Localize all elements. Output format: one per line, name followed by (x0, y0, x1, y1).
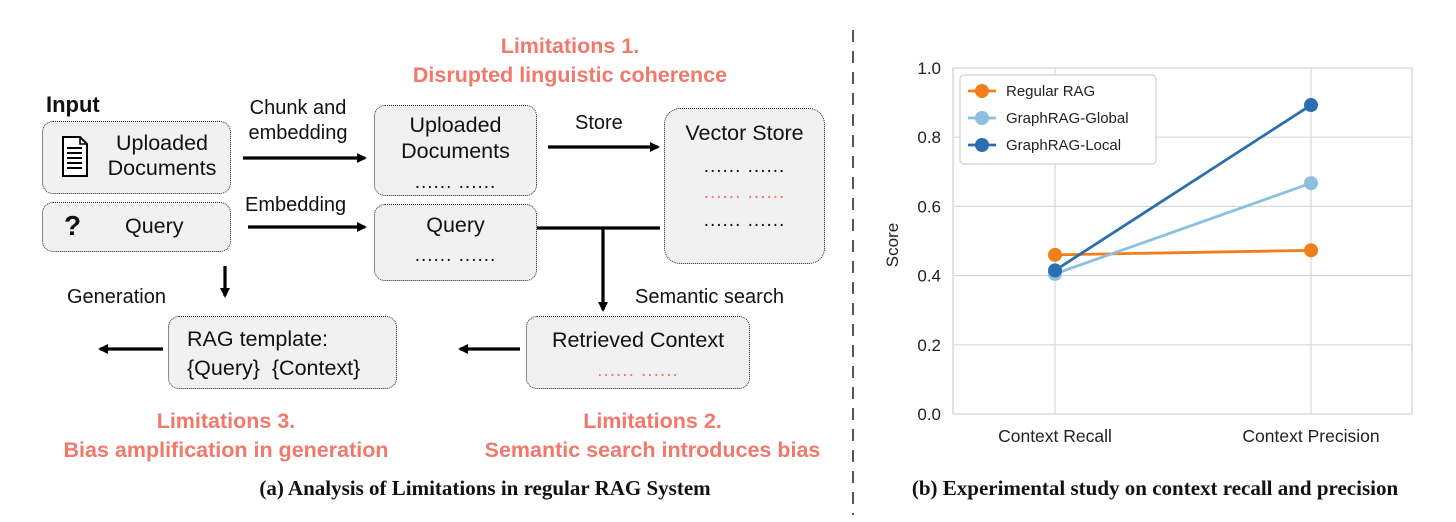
limitation-2: Limitations 2. Semantic search introduce… (460, 407, 845, 464)
rag-template-label: RAG template: {Query} {Context} (187, 327, 361, 381)
store-label: Store (575, 112, 623, 134)
generation-label: Generation (67, 286, 166, 308)
vector-store-dots-3: ...... ...... (703, 210, 786, 231)
legend-marker (975, 138, 989, 152)
limitation-1: Limitations 1. Disrupted linguistic cohe… (390, 32, 750, 89)
limitation-1-title: Limitations 1. (500, 34, 640, 58)
series-line-1 (1054, 181, 1312, 276)
question-icon: ? (64, 210, 82, 241)
retrieved-context-dots: ...... ...... (597, 360, 679, 381)
legend-label: GraphRAG-Local (1006, 137, 1121, 154)
x-tick-label: Context Precision (1242, 426, 1379, 446)
y-tick-label: 1.0 (917, 59, 941, 78)
data-point (1048, 263, 1062, 278)
y-tick-label: 0.8 (917, 128, 941, 147)
legend-marker (975, 111, 989, 125)
data-point (1048, 247, 1062, 262)
embedding-label: Embedding (245, 194, 347, 216)
vector-store-label: Vector Store (685, 121, 804, 145)
input-query-box (42, 202, 231, 252)
limitation-2-desc: Semantic search introduces bias (484, 437, 821, 462)
chunk-embedding-label: Chunk and embedding (248, 97, 348, 144)
embedded-query-label: Query (426, 213, 485, 237)
x-tick-label: Context Recall (998, 426, 1112, 446)
embedded-documents-label: Uploaded Documents (401, 113, 510, 163)
limitation-3: Limitations 3. Bias amplification in gen… (40, 407, 412, 464)
y-tick-label: 0.2 (917, 336, 941, 355)
limitation-3-desc: Bias amplification in generation (63, 437, 389, 462)
embedded-documents-dots: ...... ...... (414, 172, 497, 193)
input-query-label: Query (125, 214, 184, 238)
document-icon (62, 136, 88, 177)
y-tick-label: 0.4 (917, 267, 941, 286)
semantic-search-label: Semantic search (635, 286, 784, 308)
data-point (1304, 243, 1318, 258)
embedded-documents-box (374, 105, 537, 196)
series-line-2 (1054, 103, 1312, 272)
legend-label: GraphRAG-Global (1006, 110, 1129, 127)
legend-marker (975, 84, 989, 98)
diagram-arrows (98, 142, 660, 354)
caption-b: (b) Experimental study on context recall… (911, 476, 1399, 500)
limitation-1-desc: Disrupted linguistic coherence (412, 62, 728, 87)
limitation-2-title: Limitations 2. (583, 409, 722, 433)
y-tick-label: 0.0 (917, 405, 941, 424)
y-axis-label: Score (883, 223, 902, 267)
limitation-3-title: Limitations 3. (156, 409, 296, 433)
input-documents-label: Uploaded Documents (107, 131, 217, 181)
vector-store-box (664, 108, 825, 264)
panel-divider (852, 30, 854, 515)
rag-template-box (168, 316, 397, 389)
retrieved-context-label: Retrieved Context (551, 328, 725, 352)
data-point (1304, 98, 1318, 113)
caption-a: (a) Analysis of Limitations in regular R… (259, 476, 711, 500)
data-point (1304, 176, 1318, 191)
vector-store-dots-1: ...... ...... (703, 156, 786, 177)
embedded-query-box (374, 204, 537, 281)
legend (959, 74, 1157, 165)
vector-store-dots-highlighted: ...... ...... (703, 182, 786, 203)
legend-label: Regular RAG (1006, 83, 1095, 100)
input-label: Input (46, 92, 100, 117)
series-line-0 (1054, 248, 1312, 257)
embedded-query-dots: ...... ...... (414, 245, 497, 266)
retrieved-context-box (526, 316, 750, 389)
y-tick-label: 0.6 (917, 197, 941, 216)
